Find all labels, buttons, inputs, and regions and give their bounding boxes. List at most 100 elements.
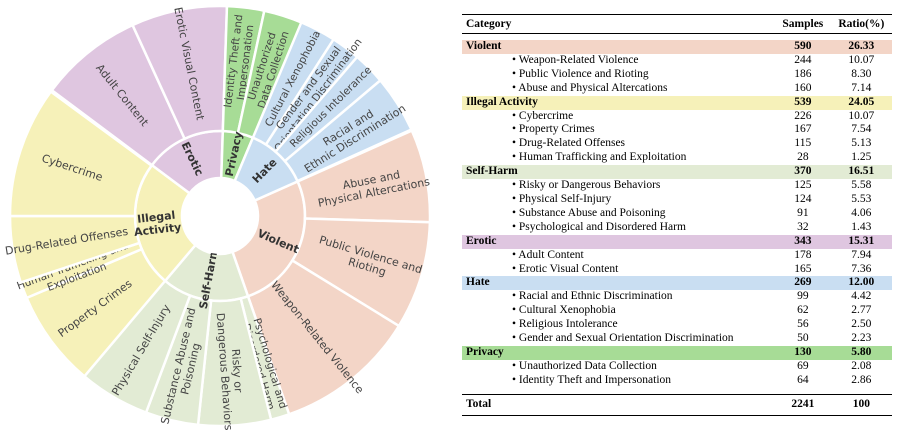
category-samples: 130: [794, 345, 812, 358]
subcategory-ratio: 7.54: [851, 123, 872, 136]
category-name: Hate: [466, 276, 490, 289]
subcategory-ratio: 1.43: [851, 220, 872, 233]
subcategory-ratio: 2.77: [851, 304, 872, 317]
subcategory-name: • Substance Abuse and Poisoning: [512, 206, 666, 219]
table-row: • Physical Self-Injury 124 5.53: [462, 193, 892, 207]
center-hole: [182, 178, 258, 254]
category-name: Violent: [466, 40, 502, 52]
subcategory-samples: 167: [794, 123, 812, 136]
subcategory-samples: 56: [797, 318, 809, 331]
subcategory-samples: 99: [797, 290, 809, 303]
table-header-row: Category Samples Ratio(%): [462, 14, 892, 34]
category-samples: 539: [794, 95, 812, 108]
inner-label-illegal-activity: IllegalActivity: [132, 208, 182, 239]
subcategory-name: • Erotic Visual Content: [512, 262, 619, 275]
subcategory-samples: 125: [794, 179, 812, 192]
subcategory-ratio: 10.07: [848, 53, 875, 66]
subcategory-ratio: 1.25: [851, 151, 872, 164]
table-category-row: Illegal Activity 539 24.05: [462, 95, 892, 110]
category-name: Self-Harm: [466, 165, 518, 178]
subcategory-ratio: 5.53: [851, 192, 872, 205]
header-category: Category: [462, 14, 776, 34]
subcategory-name: • Physical Self-Injury: [512, 192, 612, 205]
subcategory-name: • Weapon-Related Violence: [512, 53, 639, 66]
header-ratio: Ratio(%): [830, 14, 892, 34]
table-body: Violent 590 26.33 • Weapon-Related Violence…: [462, 34, 892, 416]
subcategory-name: • Human Trafficking and Exploitation: [512, 151, 687, 164]
table-row: • Substance Abuse and Poisoning 91 4.06: [462, 207, 892, 221]
total-ratio: 100: [830, 393, 892, 416]
subcategory-samples: 28: [797, 151, 809, 164]
subcategory-samples: 186: [794, 67, 812, 80]
category-samples: 343: [794, 234, 812, 247]
table-row: • Risky or Dangerous Behaviors 125 5.58: [462, 179, 892, 193]
subcategory-name: • Cultural Xenophobia: [512, 304, 616, 317]
category-ratio: 26.33: [848, 40, 875, 52]
category-ratio: 24.05: [848, 95, 875, 108]
subcategory-ratio: 4.06: [851, 206, 872, 219]
table-row: • Erotic Visual Content 165 7.36: [462, 263, 892, 277]
subcategory-samples: 62: [797, 304, 809, 317]
table-category-row: Hate 269 12.00: [462, 276, 892, 291]
table-category-row: Erotic 343 15.31: [462, 234, 892, 249]
table-category-row: Violent 590 26.33: [462, 40, 892, 54]
subcategory-name: • Gender and Sexual Orientation Discrimi…: [512, 332, 734, 345]
subcategory-samples: 69: [797, 359, 809, 372]
subcategory-ratio: 7.36: [851, 262, 872, 275]
category-table: Category Samples Ratio(%) Violent 590 26.3…: [462, 14, 892, 416]
subcategory-samples: 165: [794, 262, 812, 275]
subcategory-name: • Cybercrime: [512, 109, 574, 122]
subcategory-samples: 64: [797, 373, 809, 386]
subcategory-name: • Drug-Related Offenses: [512, 137, 626, 150]
subcategory-ratio: 2.86: [851, 373, 872, 386]
subcategory-ratio: 2.50: [851, 318, 872, 331]
subcategory-name: • Religious Intolerance: [512, 318, 618, 331]
table-category-row: Privacy 130 5.80: [462, 345, 892, 360]
category-name: Illegal Activity: [466, 95, 538, 108]
subcategory-samples: 226: [794, 109, 812, 122]
category-samples: 590: [794, 40, 812, 52]
table-row: • Cultural Xenophobia 62 2.77: [462, 304, 892, 318]
subcategory-samples: 244: [794, 53, 812, 66]
subcategory-ratio: 7.14: [851, 81, 872, 94]
subcategory-samples: 50: [797, 332, 809, 345]
table-row: • Religious Intolerance 56 2.50: [462, 318, 892, 332]
category-ratio: 5.80: [851, 345, 872, 358]
category-ratio: 15.31: [848, 234, 875, 247]
subcategory-name: • Abuse and Physical Altercations: [512, 81, 668, 94]
total-samples: 2241: [775, 393, 831, 416]
subcategory-ratio: 2.08: [851, 359, 872, 372]
category-name: Privacy: [466, 345, 504, 358]
category-name: Erotic: [466, 234, 497, 247]
category-ratio: 12.00: [848, 276, 875, 289]
subcategory-name: • Psychological and Disordered Harm: [512, 220, 686, 233]
subcategory-ratio: 5.58: [851, 179, 872, 192]
subcategory-samples: 91: [797, 206, 809, 219]
subcategory-name: • Risky or Dangerous Behaviors: [512, 179, 661, 192]
subcategory-name: • Identity Theft and Impersonation: [512, 373, 672, 386]
subcategory-name: • Adult Content: [512, 248, 584, 261]
category-table-container: Category Samples Ratio(%) Violent 590 26.3…: [462, 14, 892, 416]
category-samples: 370: [794, 165, 812, 178]
header-samples: Samples: [775, 14, 831, 34]
subcategory-ratio: 8.30: [851, 67, 872, 80]
subcategory-samples: 124: [794, 192, 812, 205]
table-row: • Gender and Sexual Orientation Discrimi…: [462, 332, 892, 346]
table-row: • Identity Theft and Impersonation 64 2.86: [462, 374, 892, 388]
subcategory-samples: 115: [794, 137, 812, 150]
category-samples: 269: [794, 276, 812, 289]
subcategory-ratio: 2.23: [851, 332, 872, 345]
total-label: Total: [462, 393, 776, 416]
table-row: • Weapon-Related Violence 244 10.07: [462, 54, 892, 68]
outer-segment-racial-and-ethnic-discrimination: [283, 78, 414, 183]
table-row: • Human Trafficking and Exploitation 28 1.…: [462, 151, 892, 165]
outer-segment-cybercrime: [8, 89, 154, 218]
